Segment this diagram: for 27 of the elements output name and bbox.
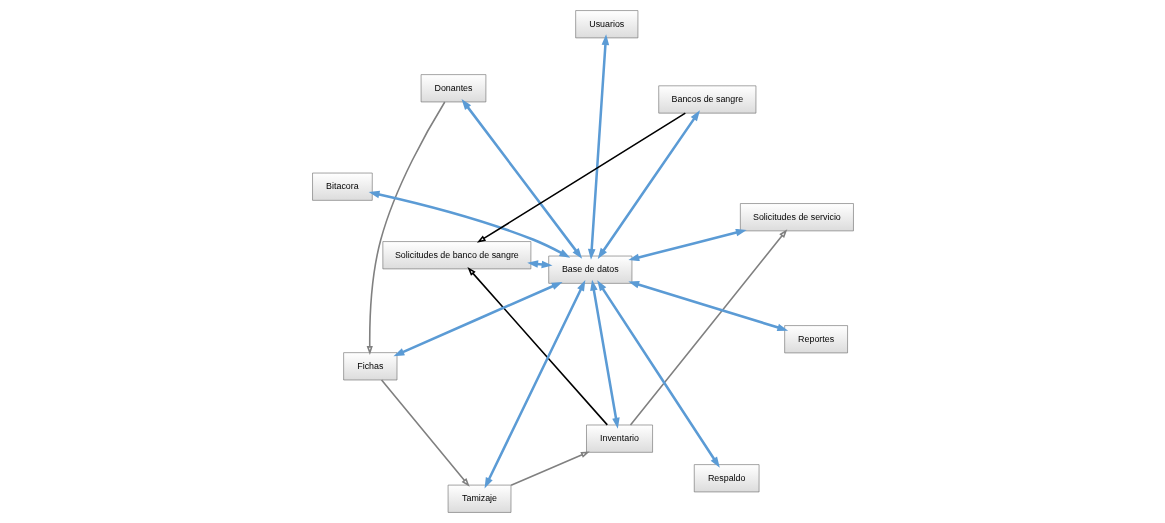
node-box: Base de datos [547, 255, 632, 284]
arrow [629, 229, 787, 426]
node-box: Donantes [420, 74, 486, 103]
node-box: Solicitudes de banco de sangre [382, 241, 531, 270]
node-box: Bancos de sangre [657, 85, 756, 114]
node-box: Solicitudes de servicio [739, 203, 854, 232]
arrow [466, 267, 608, 426]
node-box: Usuarios [574, 10, 638, 39]
arrow [461, 98, 582, 259]
arrow [589, 279, 620, 429]
arrow [380, 379, 470, 487]
arrow [587, 34, 609, 260]
arrow [627, 228, 747, 262]
arrow [484, 280, 585, 489]
arrow [366, 101, 446, 355]
node-box: Respaldo [693, 464, 759, 493]
arrow [476, 112, 686, 243]
node-box: Inventario [585, 424, 653, 453]
node-box: Tamizaje [447, 484, 511, 513]
arrow [368, 190, 570, 258]
arrow [627, 280, 788, 332]
arrow [597, 110, 700, 259]
arrow [596, 280, 720, 468]
node-box: Fichas [342, 352, 397, 381]
node-box: Bitacora [311, 172, 373, 201]
arrow [393, 281, 563, 357]
node-box: Reportes [783, 325, 848, 354]
